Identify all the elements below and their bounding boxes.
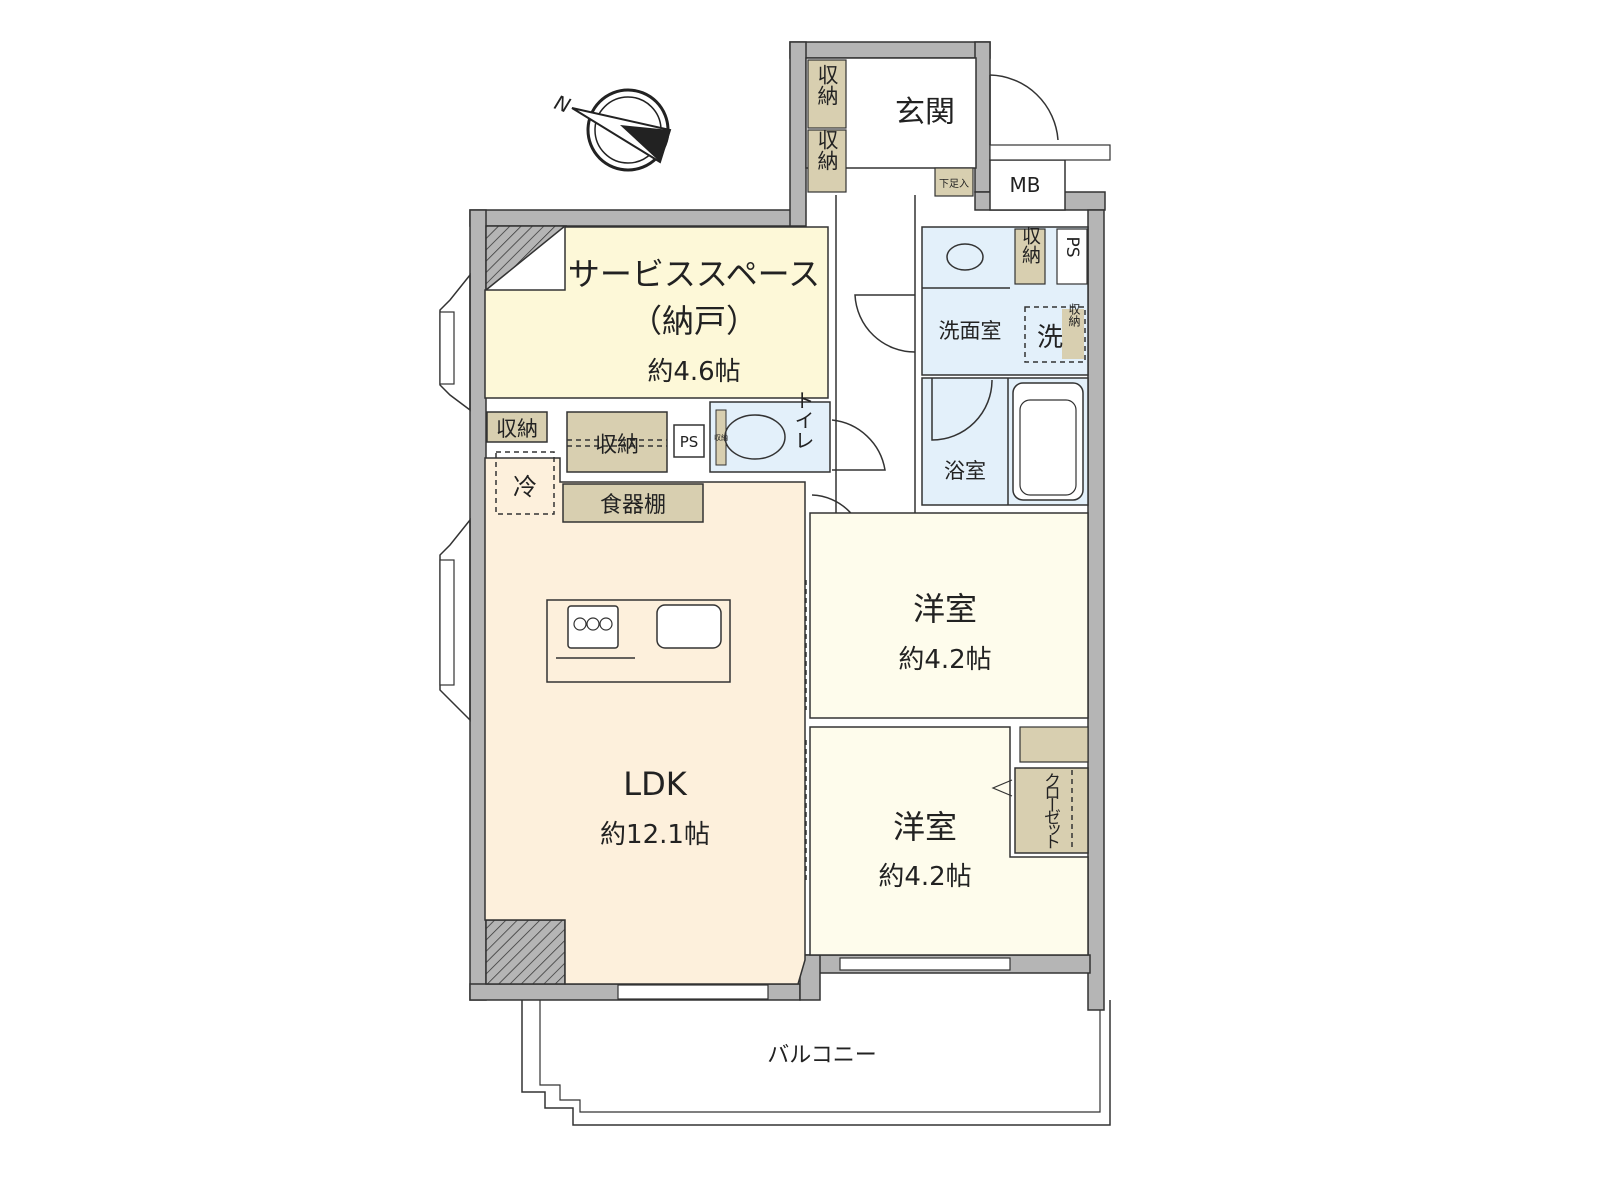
fridge-space [495, 451, 555, 515]
walls [469, 41, 1106, 1011]
ps-mid-label: PS [680, 433, 699, 451]
mb-label: MB [1010, 173, 1041, 197]
storage-bath [1014, 228, 1046, 285]
storage1-label: 収納 [815, 64, 839, 106]
western-room-1-label: 洋室 [913, 590, 977, 628]
cupboard [562, 483, 704, 523]
storage-entrance-1 [807, 59, 847, 129]
storage-entrance-2 [807, 129, 847, 193]
door-toilet[interactable] [831, 419, 886, 471]
entrance-label: 玄関 [895, 95, 955, 130]
washbasin-icon [946, 243, 984, 271]
toilet-label: トイレ [791, 390, 815, 450]
stove-icon [556, 605, 635, 659]
washer-space [1024, 306, 1086, 363]
cupboard-label: 食器棚 [600, 493, 666, 518]
western-room-2-label: 洋室 [893, 808, 957, 846]
washer-label: 洗 [1037, 323, 1063, 353]
meter-box [989, 159, 1066, 211]
toilet-icon [724, 414, 786, 460]
shoe-box [934, 167, 974, 197]
service-space-sub: （納戸） [630, 302, 758, 340]
ldk-room [484, 457, 806, 985]
storage-toilet-label: 収納 [714, 433, 728, 442]
service-space-size: 約4.6帖 [647, 357, 740, 387]
bathtub-icon [1012, 382, 1084, 501]
kitchen-counter [546, 599, 731, 683]
service-space-title: サービススペース [568, 255, 820, 293]
shoe-box-label: 下足入 [939, 178, 969, 190]
balcony-outline [521, 1000, 1111, 1126]
storage-mid [566, 411, 668, 473]
north-label: N [551, 90, 573, 118]
door-service[interactable] [854, 294, 916, 353]
ps-bath-label: PS [1062, 236, 1082, 257]
storage-bath-label: 収納 [1019, 226, 1041, 264]
ps-mid [673, 424, 705, 458]
storage-mid-label: 収納 [595, 433, 639, 458]
washroom-label: 洗面室 [939, 319, 1002, 343]
storage-left-label: 収納 [496, 417, 538, 441]
fridge-label: 冷 [513, 473, 537, 501]
bay-window-lower [439, 517, 471, 722]
front-door[interactable] [989, 74, 1059, 145]
ldk-size: 約12.1帖 [600, 820, 710, 850]
western-room-2 [809, 726, 1089, 956]
closet-label: クローゼット [1040, 772, 1060, 850]
bathroom-label: 浴室 [944, 459, 986, 483]
ldk-label: LDK [623, 765, 687, 803]
storage-washer-label: 収納 [1067, 303, 1081, 327]
closet[interactable] [1014, 767, 1089, 854]
western-room-2-size: 約4.2帖 [878, 862, 971, 892]
service-space-room [484, 226, 829, 399]
sink-icon [656, 604, 722, 649]
ps-bath [1056, 228, 1088, 285]
storage2-label: 収納 [815, 129, 839, 171]
western-room-1-size: 約4.2帖 [898, 645, 991, 675]
storage-left [486, 411, 548, 443]
balcony-label: バルコニー [767, 1043, 877, 1068]
toilet-room [709, 401, 831, 473]
western-room-1 [809, 512, 1089, 719]
compass: N [551, 88, 672, 172]
bay-window-upper [439, 272, 471, 412]
